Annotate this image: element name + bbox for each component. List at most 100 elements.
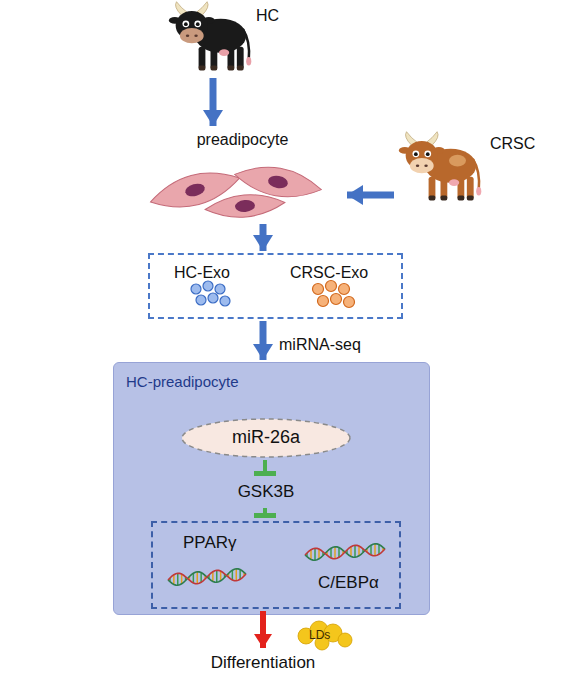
cell-illustration (204, 192, 286, 221)
exosome-dot (203, 281, 213, 291)
exosome-dot (331, 294, 342, 305)
dna-rung (173, 575, 175, 585)
exosome-box: HC-Exo CRSC-Exo (148, 253, 403, 319)
edge-label-slot: miRNA-seq (279, 335, 361, 354)
dna-rung (177, 573, 179, 585)
outcome-label: Differentiation (205, 650, 322, 677)
label-slot: LDs (309, 628, 330, 642)
dna-rung (239, 570, 241, 580)
exosome-box-text: HC-Exo (174, 264, 230, 281)
cow-eye (412, 150, 419, 157)
exosome-dot (220, 296, 230, 306)
exosome-dot (313, 284, 324, 295)
text-slot: CRSC-Exo (290, 263, 368, 282)
cow-hoof (441, 195, 448, 200)
dna-rung (232, 570, 234, 580)
arrow-connector (260, 611, 266, 648)
dna-rung (236, 569, 238, 581)
transcription-box-text: PPARγ (183, 533, 237, 552)
edge-label: miRNA-seq (279, 336, 361, 353)
cell-nucleus (235, 199, 256, 213)
text-slot: CRSC (490, 134, 535, 153)
ellipse-shape (182, 419, 350, 457)
cell-body (204, 192, 286, 221)
cow-hoof (237, 65, 244, 70)
cow-illustration (399, 132, 481, 201)
text-slot: C/EBPα (318, 573, 379, 593)
inhibition-connector (263, 460, 267, 476)
text-slot: HC-preadipocyte (126, 373, 239, 391)
cow-pupil (184, 22, 188, 26)
cow-nostril (416, 164, 419, 167)
text-slot: miR-26a (232, 427, 300, 449)
exosome-dot (344, 297, 355, 308)
cow-hoof (211, 65, 218, 70)
droplet-label: LDs (309, 628, 330, 642)
exosome-box-text: CRSC-Exo (290, 264, 368, 281)
dna-rung (197, 572, 199, 584)
exosome-dot (326, 281, 337, 292)
transcription-box: PPARγC/EBPα (151, 521, 401, 609)
cow-muzzle (180, 28, 204, 43)
cow-illustration (169, 2, 251, 71)
dna-strand (168, 570, 246, 584)
cell-nucleus (267, 174, 289, 189)
cow-muzzle (410, 158, 434, 173)
arrow-connector (260, 321, 267, 360)
dna-rung (212, 572, 214, 582)
dna-icon (168, 569, 246, 586)
cell-nucleus (184, 182, 206, 199)
cow-hoof (199, 65, 206, 70)
inhibition-connector (263, 508, 267, 518)
dna-strand (305, 544, 385, 561)
exosome-dot (196, 295, 206, 305)
cow-eye (194, 20, 201, 27)
transcription-box-text: C/EBPα (318, 573, 379, 592)
dna-rung (338, 548, 340, 558)
cow-hoof (467, 195, 474, 200)
cow-nostril (424, 164, 427, 167)
dna-rung (200, 573, 202, 583)
cell-panel-text: HC-preadipocyte (126, 373, 239, 390)
cow-pupil (196, 22, 200, 26)
dna-rung (378, 545, 380, 555)
dna-rung (330, 548, 332, 558)
cow-pupil (414, 152, 418, 156)
cow-eye (182, 20, 189, 27)
dna-rung (318, 549, 320, 559)
gene-label: GSK3B (232, 479, 301, 506)
dna-rung (350, 547, 352, 557)
exosome-dot (215, 284, 225, 294)
dna-strand (305, 545, 385, 559)
dna-rung (181, 574, 183, 584)
dna-rung (193, 573, 195, 583)
exosome-dot (208, 293, 218, 303)
text-slot: Differentiation (211, 653, 316, 673)
text-slot: GSK3B (238, 482, 295, 502)
text-slot: HC (256, 6, 279, 25)
cow-udder (219, 49, 229, 56)
arrow-connector (260, 224, 267, 251)
cow-tail-tuft (246, 57, 251, 66)
dna-rung (370, 545, 372, 555)
dna-rung (216, 570, 218, 582)
dna-rung (354, 545, 356, 557)
cow-hoof (458, 195, 465, 200)
dna-rung (374, 544, 376, 556)
cell-panel: HC-preadipocyte miR-26aGSK3B PPARγC/EBPα (113, 362, 430, 615)
cow-nostril (186, 34, 189, 37)
cell-node-text: preadipocyte (197, 131, 289, 148)
mirna-ellipse-text: miR-26a (232, 427, 300, 447)
dna-rung (314, 548, 316, 560)
text-slot: preadipocyte (140, 130, 345, 149)
cow-eye (424, 150, 431, 157)
dna-rung (220, 571, 222, 581)
exosome-dot (318, 296, 329, 307)
cow-tail-tuft (476, 187, 481, 196)
gene-label-text: GSK3B (238, 482, 295, 501)
exosome-dot (339, 284, 350, 295)
dna-icon (305, 544, 385, 561)
cow-spot (449, 155, 466, 167)
text-slot: PPARγ (183, 533, 237, 553)
